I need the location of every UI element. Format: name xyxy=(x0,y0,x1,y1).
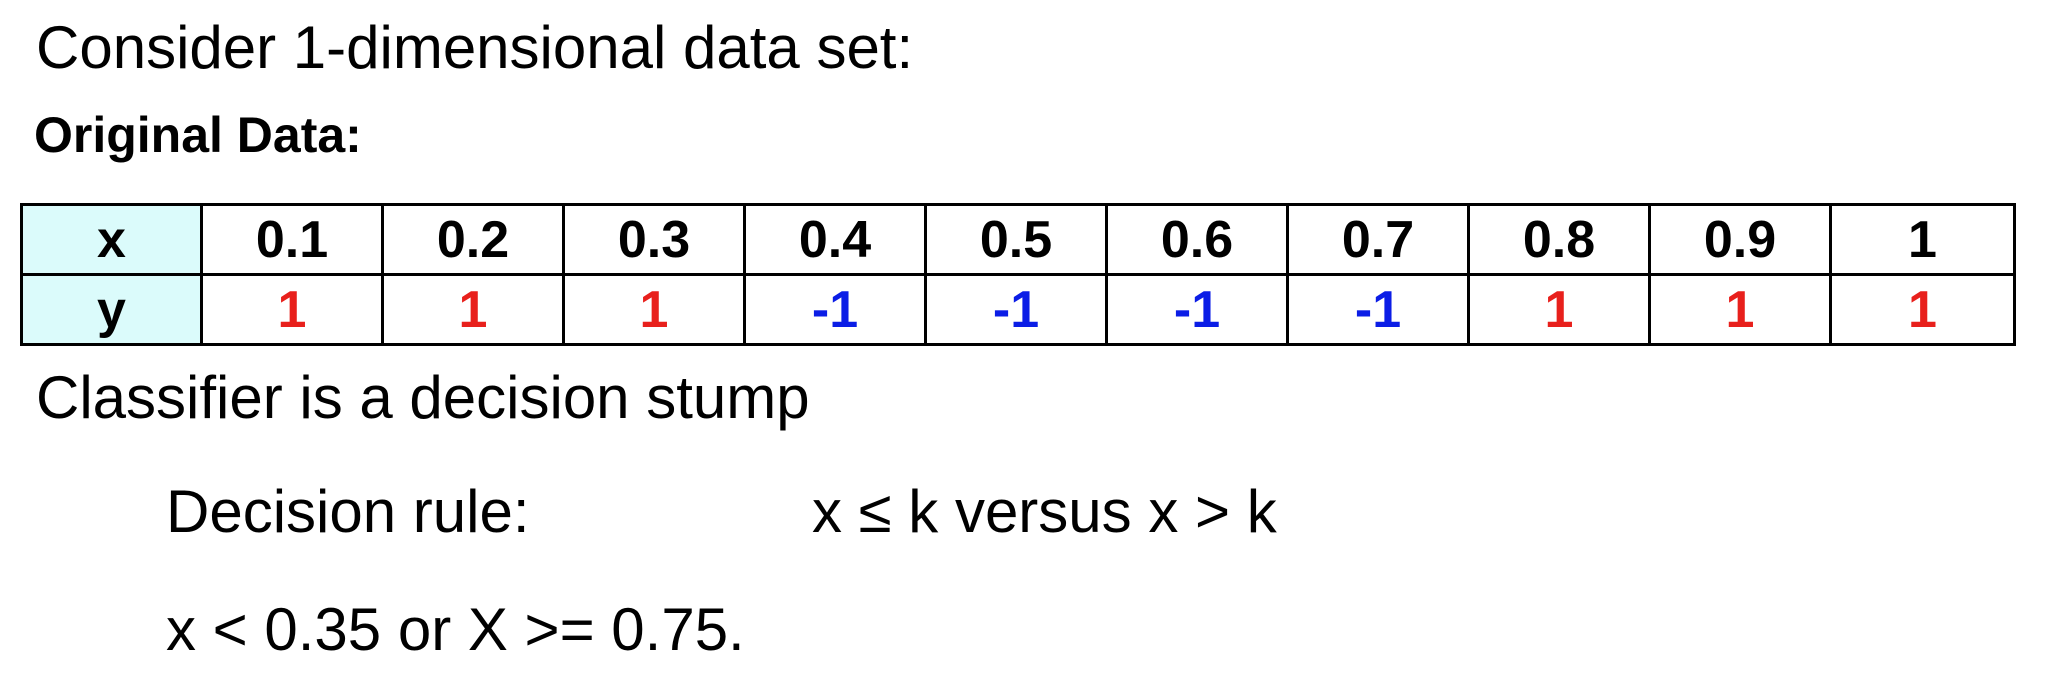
decision-rule-label: Decision rule: xyxy=(166,478,530,545)
x-value-cell: 1 xyxy=(1829,203,2016,276)
y-value-cell: -1 xyxy=(924,273,1108,346)
x-value-cell: 0.9 xyxy=(1648,203,1832,276)
y-row: y 1 1 1 -1 -1 -1 -1 1 1 1 xyxy=(20,273,2016,346)
y-value-cell: -1 xyxy=(1105,273,1289,346)
classifier-text: Classifier is a decision stump xyxy=(36,364,810,431)
decision-rule-text: x ≤ k versus x > k xyxy=(812,478,1277,545)
y-value-cell: 1 xyxy=(562,273,746,346)
y-value-cell: -1 xyxy=(743,273,927,346)
x-value-cell: 0.6 xyxy=(1105,203,1289,276)
x-value-cell: 0.7 xyxy=(1286,203,1470,276)
y-value-cell: 1 xyxy=(1829,273,2016,346)
x-value-cell: 0.4 xyxy=(743,203,927,276)
x-row: x 0.1 0.2 0.3 0.4 0.5 0.6 0.7 0.8 0.9 1 xyxy=(20,203,2016,276)
y-value-cell: 1 xyxy=(1467,273,1651,346)
y-header-cell: y xyxy=(20,273,203,346)
x-header-cell: x xyxy=(20,203,203,276)
x-value-cell: 0.3 xyxy=(562,203,746,276)
intro-text: Consider 1-dimensional data set: xyxy=(36,14,914,81)
x-value-cell: 0.2 xyxy=(381,203,565,276)
y-value-cell: 1 xyxy=(1648,273,1832,346)
threshold-text: x < 0.35 or X >= 0.75. xyxy=(166,596,745,663)
data-heading: Original Data: xyxy=(34,107,362,163)
x-value-cell: 0.5 xyxy=(924,203,1108,276)
y-value-cell: 1 xyxy=(381,273,565,346)
x-value-cell: 0.8 xyxy=(1467,203,1651,276)
x-value-cell: 0.1 xyxy=(200,203,384,276)
y-value-cell: 1 xyxy=(200,273,384,346)
y-value-cell: -1 xyxy=(1286,273,1470,346)
data-table: x 0.1 0.2 0.3 0.4 0.5 0.6 0.7 0.8 0.9 1 … xyxy=(20,203,2016,346)
